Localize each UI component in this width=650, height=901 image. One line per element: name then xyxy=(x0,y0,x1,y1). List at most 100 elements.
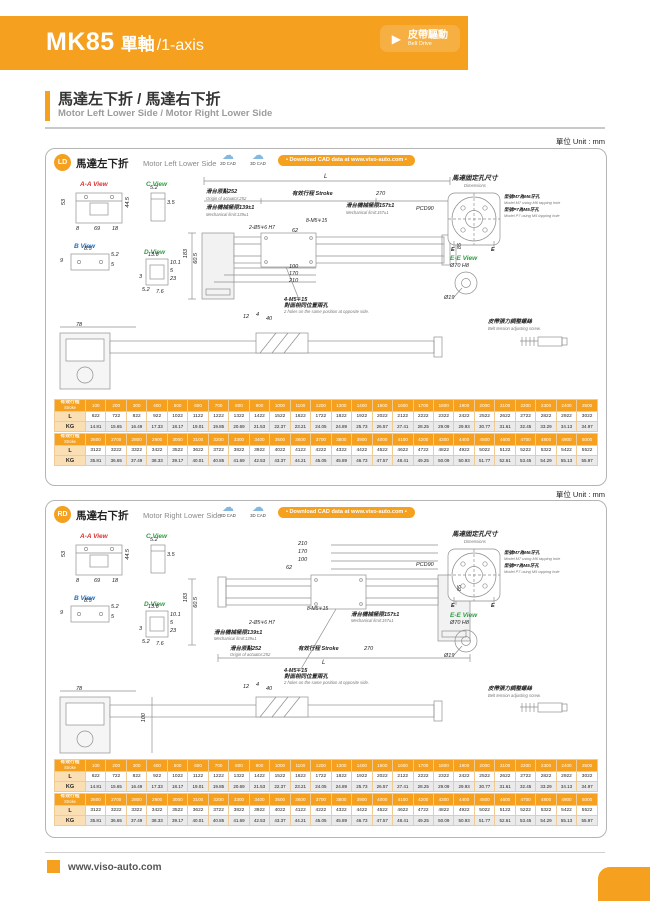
dim-label-total-length: L xyxy=(324,174,328,180)
title-axis: /1-axis xyxy=(156,37,204,54)
section-e-label: E xyxy=(451,247,455,253)
belt-screw-label-zh: 皮帶張力調整螺絲 xyxy=(488,686,533,692)
table-cell: 4422 xyxy=(351,445,373,456)
view-label-aa: A-A View xyxy=(80,533,108,540)
table-cell: 4822 xyxy=(432,445,455,456)
panel-title-zh: 馬達左下折 xyxy=(76,158,129,170)
table-cell: 2722 xyxy=(514,771,537,782)
stroke-value-header: 1700 xyxy=(412,399,434,412)
page-corner-tab xyxy=(598,867,650,901)
dim-label: 170 xyxy=(289,271,299,277)
table-cell: 4322 xyxy=(330,805,353,816)
cad-3d-download[interactable]: ☁3D CAD xyxy=(244,501,272,518)
table-cell: 16.49 xyxy=(125,781,148,792)
stroke-value-header: 1300 xyxy=(330,399,353,412)
stroke-value-header: 2200 xyxy=(514,399,537,412)
table-cell: 5222 xyxy=(514,805,537,816)
dim-label: 85 xyxy=(457,243,463,250)
footer-divider xyxy=(45,852,605,853)
table-cell: 54.29 xyxy=(535,815,557,826)
model-p7-note-en: Model P7 using M5 tapping hole xyxy=(504,213,560,218)
stroke-value-header: 1000 xyxy=(269,759,291,772)
table-cell: 45.05 xyxy=(310,815,332,826)
origin-label-zh: 滑台原點252 xyxy=(230,646,262,652)
table-cell: 2822 xyxy=(535,771,557,782)
stroke-value-header: 2100 xyxy=(494,759,516,772)
stroke-value-header: 4600 xyxy=(494,793,516,806)
stroke-value-header: 2600 xyxy=(84,433,107,446)
table-cell: 15.65 xyxy=(105,781,127,792)
table-cell: 3022 xyxy=(576,771,598,782)
table-cell: 5422 xyxy=(555,445,578,456)
table-cell: 18.17 xyxy=(166,421,189,432)
table-cell: 4622 xyxy=(392,805,414,816)
stroke-value-header: 900 xyxy=(248,399,271,412)
stroke-value-header: 3900 xyxy=(351,793,373,806)
download-cad-button[interactable]: • Download CAD data at www.viso-auto.com… xyxy=(278,507,415,518)
table-cell: 46.73 xyxy=(351,815,373,826)
table-cell: 922 xyxy=(146,771,168,782)
cad-2d-download[interactable]: ☁2D CAD xyxy=(214,501,242,518)
table-cell: 18.17 xyxy=(166,781,189,792)
stroke-value-header: 2400 xyxy=(555,759,578,772)
dim-label: 53 xyxy=(61,199,67,206)
dim-label: 270 xyxy=(364,646,374,652)
table-cell: 28.25 xyxy=(412,781,434,792)
stroke-value-header: 800 xyxy=(228,399,250,412)
dim-label: 10.1 xyxy=(170,612,181,618)
dim-label: 100 xyxy=(289,264,299,270)
stroke-value-header: 4700 xyxy=(514,433,537,446)
table-cell: 3922 xyxy=(248,805,271,816)
model-m7-note-en: Model M7 using M6 tapping hole xyxy=(504,200,561,205)
stroke-value-header: 400 xyxy=(146,759,168,772)
table-cell: 23.21 xyxy=(289,781,312,792)
dim-label: 9 xyxy=(60,610,64,616)
cad-2d-download[interactable]: ☁2D CAD xyxy=(214,149,242,166)
dim-label: 8 xyxy=(76,226,80,232)
table-cell: 31.61 xyxy=(494,781,516,792)
table-cell: 53.45 xyxy=(514,815,537,826)
table-cell: 46.73 xyxy=(351,455,373,466)
dim-label: 7.6 xyxy=(156,289,164,295)
stroke-value-header: 3800 xyxy=(330,793,353,806)
table-cell: 3822 xyxy=(228,805,250,816)
download-cad-button[interactable]: • Download CAD data at www.viso-auto.com… xyxy=(278,155,415,166)
stroke-value-header: 3800 xyxy=(330,433,353,446)
table-cell: 622 xyxy=(84,771,107,782)
table-cell: 35.81 xyxy=(84,455,107,466)
table-cell: 1722 xyxy=(310,771,332,782)
stroke-value-header: 500 xyxy=(166,399,189,412)
table-cell: 21.53 xyxy=(248,781,271,792)
table-cell: 50.09 xyxy=(432,815,455,826)
table-cell: 50.93 xyxy=(453,815,475,826)
stroke-value-header: 3600 xyxy=(289,433,312,446)
table-cell: 4122 xyxy=(289,445,312,456)
dowel-holes-label: 2-Ø5∓6 H7 xyxy=(249,620,275,626)
stroke-value-header: 700 xyxy=(207,399,230,412)
mech-limit-label-en: Mechanical limit:139±1 xyxy=(206,212,249,217)
stroke-value-header: 2700 xyxy=(105,793,127,806)
unit-label: 單位 Unit : mm xyxy=(555,137,605,146)
dim-label: 40 xyxy=(266,686,273,692)
mech-limit-label-zh: 滑台機械極限157±1 xyxy=(346,203,395,209)
table-cell: 2322 xyxy=(432,411,455,422)
stroke-value-header: 400 xyxy=(146,399,168,412)
note-4m5-line3: 2 holes on the same position at opposite… xyxy=(284,680,369,685)
dim-label: 23 xyxy=(170,276,177,282)
section-e-label: E xyxy=(451,603,455,609)
table-cell: 3622 xyxy=(187,445,209,456)
dim-label: 69 xyxy=(94,578,101,584)
table-cell: 20.69 xyxy=(228,421,250,432)
table-cell: 2122 xyxy=(392,771,414,782)
origin-label-zh: 滑台原點252 xyxy=(206,189,238,195)
cad-3d-download[interactable]: ☁3D CAD xyxy=(244,149,272,166)
stroke-value-header: 100 xyxy=(84,759,107,772)
table-cell: 25.73 xyxy=(351,421,373,432)
row-label-cell: L xyxy=(54,805,86,816)
table-cell: 51.77 xyxy=(473,815,496,826)
footer-url[interactable]: www.viso-auto.com xyxy=(68,862,162,873)
stroke-value-header: 100 xyxy=(84,399,107,412)
